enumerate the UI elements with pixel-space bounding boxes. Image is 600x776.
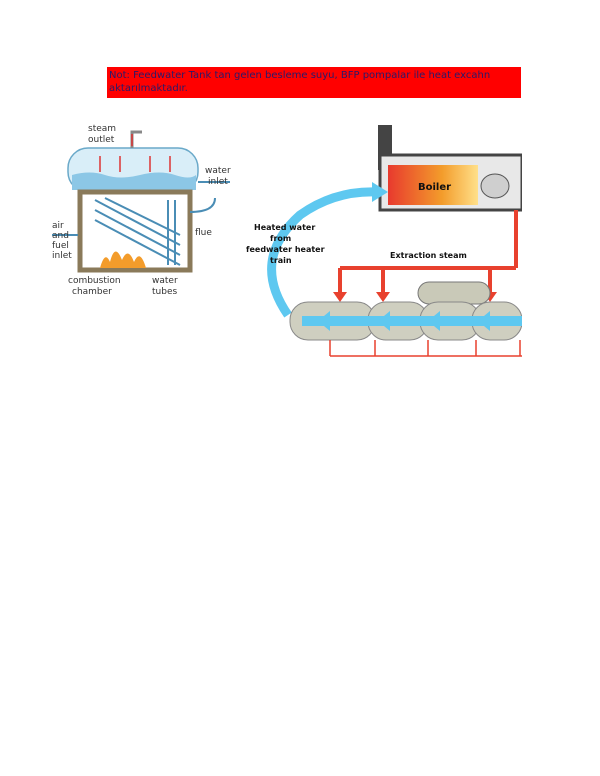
- label-fuel-inlet: inlet: [52, 251, 72, 261]
- label-outlet: outlet: [88, 135, 115, 145]
- deaerator-tank: [417, 281, 491, 305]
- feedwater-flow: [302, 316, 522, 326]
- heated-water-label-1: Heated water: [254, 223, 315, 232]
- boiler-fire: [388, 165, 478, 205]
- drum-water: [72, 172, 196, 190]
- heated-water-label-3: feedwater heater: [246, 245, 325, 254]
- boiler-label: Boiler: [418, 182, 451, 193]
- label-fuel: fuel: [52, 241, 69, 251]
- note-line-1: Not: Feedwater Tank tan gelen besleme su…: [109, 70, 491, 81]
- label-flue: flue: [195, 228, 212, 238]
- extraction-steam-label: Extraction steam: [390, 251, 467, 260]
- label-water-tubes-1: water: [152, 276, 178, 286]
- label-chamber: chamber: [72, 287, 112, 297]
- furnace-wall: [77, 189, 193, 273]
- burner-icon: [480, 173, 510, 199]
- label-air: air: [52, 221, 64, 231]
- extraction-steam-lines: [338, 210, 518, 292]
- heated-water-arrowhead: [372, 182, 388, 202]
- note-line-2: aktarılmaktadır.: [109, 83, 188, 94]
- steam-outlet-pipe: [130, 130, 142, 148]
- label-inlet: inlet: [208, 177, 228, 187]
- water-tube-boiler-diagram: steam outlet water inlet air and fuel in…: [52, 124, 231, 297]
- heated-water-label-2: from: [270, 234, 291, 243]
- water-tube-bank: [94, 197, 181, 266]
- flue-arrow: [189, 197, 216, 213]
- feedwater-flow-arrowheads: [318, 311, 490, 331]
- label-water-tubes-2: tubes: [152, 287, 177, 297]
- feedwater-heater-diagram: Boiler Extraction steam Heated water fro…: [246, 125, 522, 357]
- heated-water-label-4: train: [270, 256, 292, 265]
- label-steam: steam: [88, 124, 116, 134]
- flame-icon: [100, 251, 146, 268]
- label-water: water: [205, 166, 231, 176]
- heated-water-arrow: [267, 187, 379, 318]
- note-banner: Not: Feedwater Tank tan gelen besleme su…: [107, 67, 521, 98]
- label-and: and: [52, 231, 69, 241]
- drain-lines: [329, 340, 522, 357]
- label-combustion: combustion: [68, 276, 121, 286]
- steam-arrows: [99, 156, 171, 172]
